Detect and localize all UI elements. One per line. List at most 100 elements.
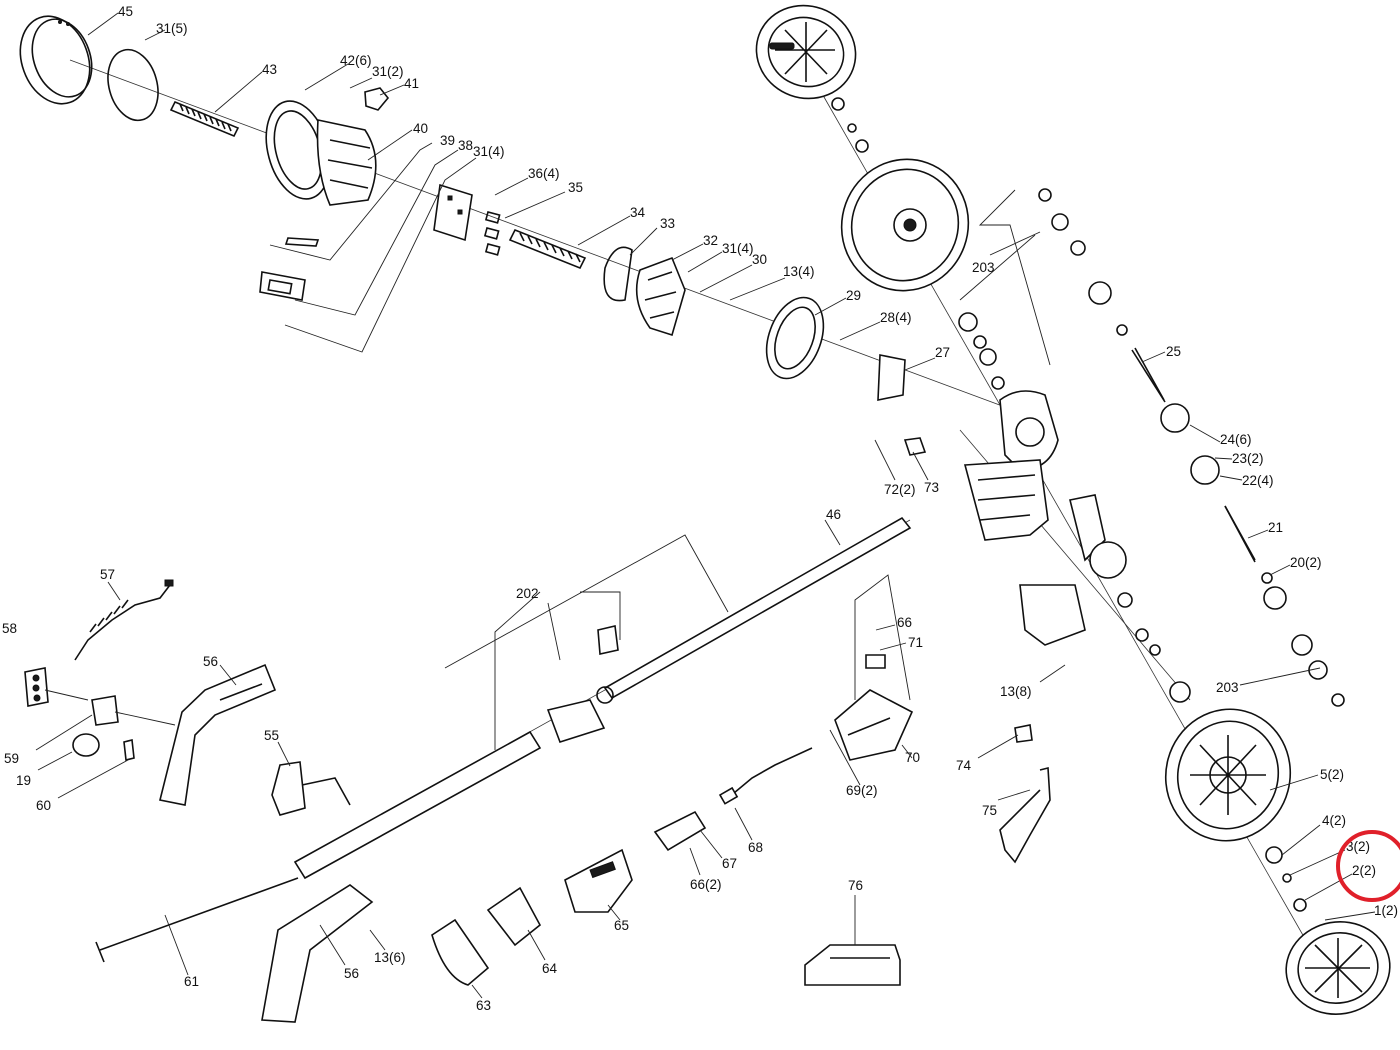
label-66: 66 (897, 615, 912, 630)
shaft-part-21 (1224, 505, 1256, 563)
label-74: 74 (956, 758, 972, 773)
label-13-4: 13(4) (783, 264, 815, 279)
left-axle-stack (958, 312, 1005, 390)
label-72-2: 72(2) (884, 482, 916, 497)
washers-top (831, 97, 869, 153)
spring-part-34 (508, 228, 587, 270)
label-38: 38 (458, 138, 473, 153)
o-ring-part-33 (603, 246, 633, 302)
label-203-lower: 203 (1216, 680, 1239, 695)
hubcap-bottom (1285, 921, 1391, 1015)
label-56-lower: 56 (344, 966, 359, 981)
knob-part-41 (364, 87, 390, 111)
label-13-6: 13(6) (374, 950, 406, 965)
switch-part-58 (24, 667, 49, 707)
label-63: 63 (476, 998, 491, 1013)
label-4-2: 4(2) (1322, 813, 1346, 828)
cable-part-57 (74, 579, 174, 661)
gasket-part-39 (284, 237, 320, 247)
handle-part-56 (159, 663, 277, 806)
label-46: 46 (826, 507, 841, 522)
label-73: 73 (924, 480, 939, 495)
switch-box-part-38 (259, 271, 306, 301)
label-21: 21 (1268, 520, 1283, 535)
label-32: 32 (703, 233, 718, 248)
battery-housing-part-70 (834, 689, 914, 761)
label-23-2: 23(2) (1232, 451, 1264, 466)
trigger-part-59 (91, 695, 119, 726)
label-56-upper: 56 (203, 654, 218, 669)
label-70: 70 (905, 750, 920, 765)
label-19: 19 (16, 773, 31, 788)
highlight-circle (1336, 830, 1400, 902)
label-42-6: 42(6) (340, 53, 372, 68)
gearbox-housing (963, 390, 1059, 541)
label-22-4: 22(4) (1242, 473, 1274, 488)
label-30: 30 (752, 252, 767, 267)
label-36-4: 36(4) (528, 166, 560, 181)
tire-bottom (1164, 708, 1292, 842)
circuit-board-part-35 (433, 183, 473, 242)
lower-tube-part (293, 730, 542, 880)
label-41: 41 (404, 76, 419, 91)
label-76: 76 (848, 878, 863, 893)
pads-part (483, 211, 501, 256)
part-labels: 45 31(5) 43 42(6) 31(2) 41 40 39 38 31(4… (2, 4, 1398, 1013)
right-axle-stack-upper (1038, 188, 1345, 707)
mid-gearbox-parts (1019, 494, 1191, 703)
label-68: 68 (748, 840, 763, 855)
label-29: 29 (846, 288, 861, 303)
bracket-part-71 (865, 654, 886, 669)
label-40: 40 (413, 121, 428, 136)
label-61: 61 (184, 974, 199, 989)
gasket-part-64 (486, 886, 542, 947)
bail-part-55 (271, 761, 351, 816)
tire-top (840, 158, 970, 292)
bracket-part-202 (597, 625, 619, 655)
label-65: 65 (614, 918, 629, 933)
label-35: 35 (568, 180, 583, 195)
label-69-2: 69(2) (846, 783, 878, 798)
label-1-2: 1(2) (1374, 903, 1398, 918)
label-28-4: 28(4) (880, 310, 912, 325)
label-60: 60 (36, 798, 51, 813)
wire-frame-part-75 (999, 766, 1051, 864)
battery-part-65 (564, 848, 633, 913)
label-33: 33 (660, 216, 675, 231)
label-31-4: 31(4) (473, 144, 505, 159)
upper-tube-part-46 (596, 516, 912, 704)
lower-handle-part-56 (261, 884, 374, 1023)
label-55: 55 (264, 728, 279, 743)
housing-part-40 (265, 100, 377, 206)
label-31-4b: 31(4) (722, 241, 754, 256)
clip-part-73 (903, 437, 927, 456)
bracket-part-27 (877, 354, 906, 401)
label-20-2: 20(2) (1290, 555, 1322, 570)
label-203-upper: 203 (972, 260, 995, 275)
motor-cover-part (635, 256, 686, 337)
label-202: 202 (516, 586, 539, 601)
gasket-plate-part (107, 48, 159, 122)
tube-clamp (546, 699, 606, 743)
motor-shaft-part-25 (1134, 347, 1165, 401)
rod-part-61 (95, 877, 299, 963)
label-67: 67 (722, 856, 737, 871)
label-71: 71 (908, 635, 923, 650)
label-3-2: 3(2) (1346, 839, 1370, 854)
wheel-washers (1265, 846, 1307, 912)
label-31-2: 31(2) (372, 64, 404, 79)
label-31-5: 31(5) (156, 21, 188, 36)
label-39: 39 (440, 133, 455, 148)
assembly-axis-lines (69, 59, 1341, 1001)
label-25: 25 (1166, 344, 1181, 359)
label-43: 43 (262, 62, 277, 77)
ring-part-19 (72, 733, 100, 757)
lever-part-60 (123, 739, 135, 761)
cap-part-45 (19, 15, 93, 105)
wire-harness-part-68 (718, 747, 813, 805)
callout-leaders (35, 12, 1376, 999)
label-13-8: 13(8) (1000, 684, 1032, 699)
label-75: 75 (982, 803, 997, 818)
label-34: 34 (630, 205, 646, 220)
